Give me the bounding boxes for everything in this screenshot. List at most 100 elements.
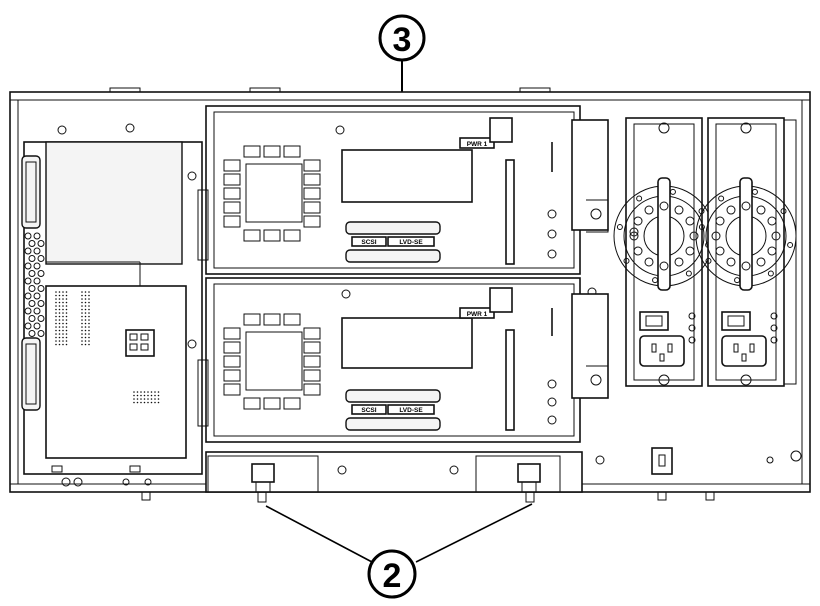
fan-hole [674, 205, 684, 215]
drive-lower-port-tag: PWR 1 [467, 311, 488, 318]
fan-hole [741, 201, 751, 211]
vent-dot [58, 329, 61, 332]
fan-hole [685, 246, 695, 256]
vent-dot [84, 322, 87, 325]
vent-dot [88, 308, 90, 311]
fan-hole [726, 205, 736, 215]
grille-slot [223, 159, 241, 172]
vent-dot [58, 322, 61, 325]
vent-dot [65, 291, 68, 293]
vent-dot [84, 319, 87, 321]
psu1-power-switch [639, 311, 669, 331]
scsi-connector-lower [21, 337, 41, 411]
vent-dot [88, 336, 90, 339]
vent-dot [136, 391, 139, 393]
vent-hole [37, 255, 45, 262]
grille-slot [223, 215, 241, 228]
vent-dot [150, 391, 153, 393]
grille-center [245, 331, 303, 391]
vent-dot [84, 329, 87, 332]
grille-slot [283, 397, 301, 410]
grille-slot [303, 355, 321, 368]
fan-hole [629, 231, 639, 241]
grille-slot [263, 229, 281, 242]
grille-slot [263, 145, 281, 158]
vent-dot [84, 333, 87, 335]
fan-hole [767, 216, 777, 226]
fan-hole [726, 257, 736, 267]
callout-2-number: 2 [383, 557, 402, 595]
vent-dot [58, 305, 61, 307]
vent-hole [33, 292, 41, 300]
vent-dot [55, 336, 57, 339]
vent-dot [81, 291, 83, 293]
vent-dot [65, 336, 68, 339]
vent-dot [88, 322, 90, 325]
vent-dot [84, 315, 87, 318]
fan-hole [715, 216, 725, 226]
fan-hole [771, 231, 781, 241]
vent-hole [28, 240, 36, 247]
vent-dot [154, 394, 156, 397]
grille-slot [303, 187, 321, 200]
grille-slot [283, 229, 301, 242]
vent-dot [143, 398, 146, 400]
vent-dot [133, 391, 135, 393]
vent-dot [81, 329, 83, 332]
vent-dot [88, 291, 90, 293]
vent-dot [84, 294, 87, 297]
grille-slot [303, 173, 321, 186]
vent-dot [58, 333, 61, 335]
drive-upper-port-tag: PWR 1 [467, 141, 488, 148]
vent-dot [58, 326, 61, 328]
vent-dot [84, 298, 87, 300]
grille-slot [283, 145, 301, 158]
vent-dot [88, 305, 90, 307]
vent-dot [147, 391, 149, 393]
vent-dot [88, 340, 90, 342]
fan-hole [623, 257, 630, 264]
vent-dot [55, 312, 57, 314]
vent-dot [81, 308, 83, 311]
vent-hole [33, 277, 41, 285]
scsi-connector-upper [21, 155, 41, 229]
vent-hole [37, 270, 45, 277]
vent-hole [37, 240, 45, 247]
fan-hole [787, 241, 794, 248]
vent-hole [33, 307, 41, 315]
vent-dot [88, 326, 90, 328]
fan-hole [659, 201, 669, 211]
fan-hole [698, 224, 705, 231]
vent-dot [55, 343, 57, 346]
grille-slot [223, 173, 241, 186]
vent-dot [88, 298, 90, 300]
vent-dot [55, 298, 57, 300]
lock-slot [651, 447, 673, 475]
vent-dot [81, 343, 83, 346]
vent-hole [24, 232, 32, 240]
vent-hole [24, 247, 32, 255]
vent-dot [84, 336, 87, 339]
vent-hole [33, 262, 41, 270]
vent-dot [65, 340, 68, 342]
fan-hole [715, 246, 725, 256]
vent-dot [58, 308, 61, 311]
vent-dot [154, 398, 156, 400]
grille-slot [303, 369, 321, 382]
fan-hole [751, 188, 758, 195]
drive-upper-scsi-label: SCSI [361, 239, 376, 246]
vent-hole [33, 322, 41, 330]
power-connector-block [125, 329, 155, 357]
vent-dot [62, 305, 64, 307]
vent-dot [84, 343, 87, 346]
psu2-power-switch [721, 311, 751, 331]
vent-dot [133, 394, 135, 397]
vent-dot [65, 343, 68, 346]
vent-dot [81, 312, 83, 314]
vent-dot [88, 343, 90, 346]
psu1-ac-inlet [639, 335, 685, 367]
grille-slot [223, 187, 241, 200]
vent-dot [81, 326, 83, 328]
fan-hole [718, 195, 725, 202]
grille-slot [243, 145, 261, 158]
